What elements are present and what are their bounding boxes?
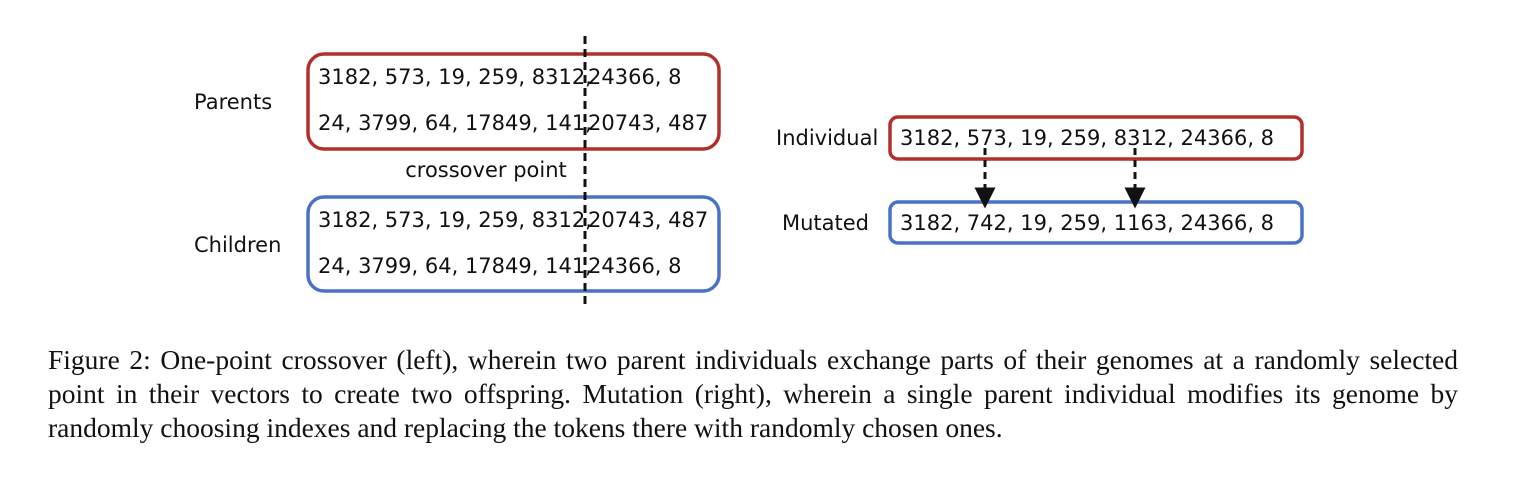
parents-box	[306, 52, 721, 151]
figure-caption: Figure 2: One-point crossover (left), wh…	[48, 344, 1458, 443]
parent-1-left: 3182, 573, 19, 259, 8312,	[318, 65, 592, 89]
mutated-sequence: 3182, 742, 19, 259, 1163, 24366, 8	[900, 211, 1274, 235]
crossover-diagram: Parents Children 3182, 573, 19, 259, 831…	[194, 36, 721, 306]
parent-2-left: 24, 3799, 64, 17849, 141,	[318, 111, 592, 135]
figure-diagram: Parents Children 3182, 573, 19, 259, 831…	[194, 36, 1304, 306]
mutation-diagram: Individual Mutated 3182, 573, 19, 259, 8…	[776, 115, 1304, 245]
individual-box	[888, 115, 1304, 161]
individual-sequence: 3182, 573, 19, 259, 8312, 24366, 8	[900, 126, 1274, 150]
individual-label: Individual	[776, 126, 878, 150]
children-label: Children	[194, 233, 281, 257]
parents-label: Parents	[194, 90, 272, 114]
mutated-label: Mutated	[782, 211, 869, 235]
child-1-right: 20743, 487	[588, 208, 708, 232]
mutated-box	[888, 200, 1304, 245]
children-box	[306, 195, 721, 293]
child-1-left: 3182, 573, 19, 259, 8312,	[318, 208, 592, 232]
child-2-left: 24, 3799, 64, 17849, 141,	[318, 254, 592, 278]
parent-1-right: 24366, 8	[588, 65, 682, 89]
crossover-point-label: crossover point	[405, 158, 567, 182]
parent-2-right: 20743, 487	[588, 111, 708, 135]
child-2-right: 24366, 8	[588, 254, 682, 278]
